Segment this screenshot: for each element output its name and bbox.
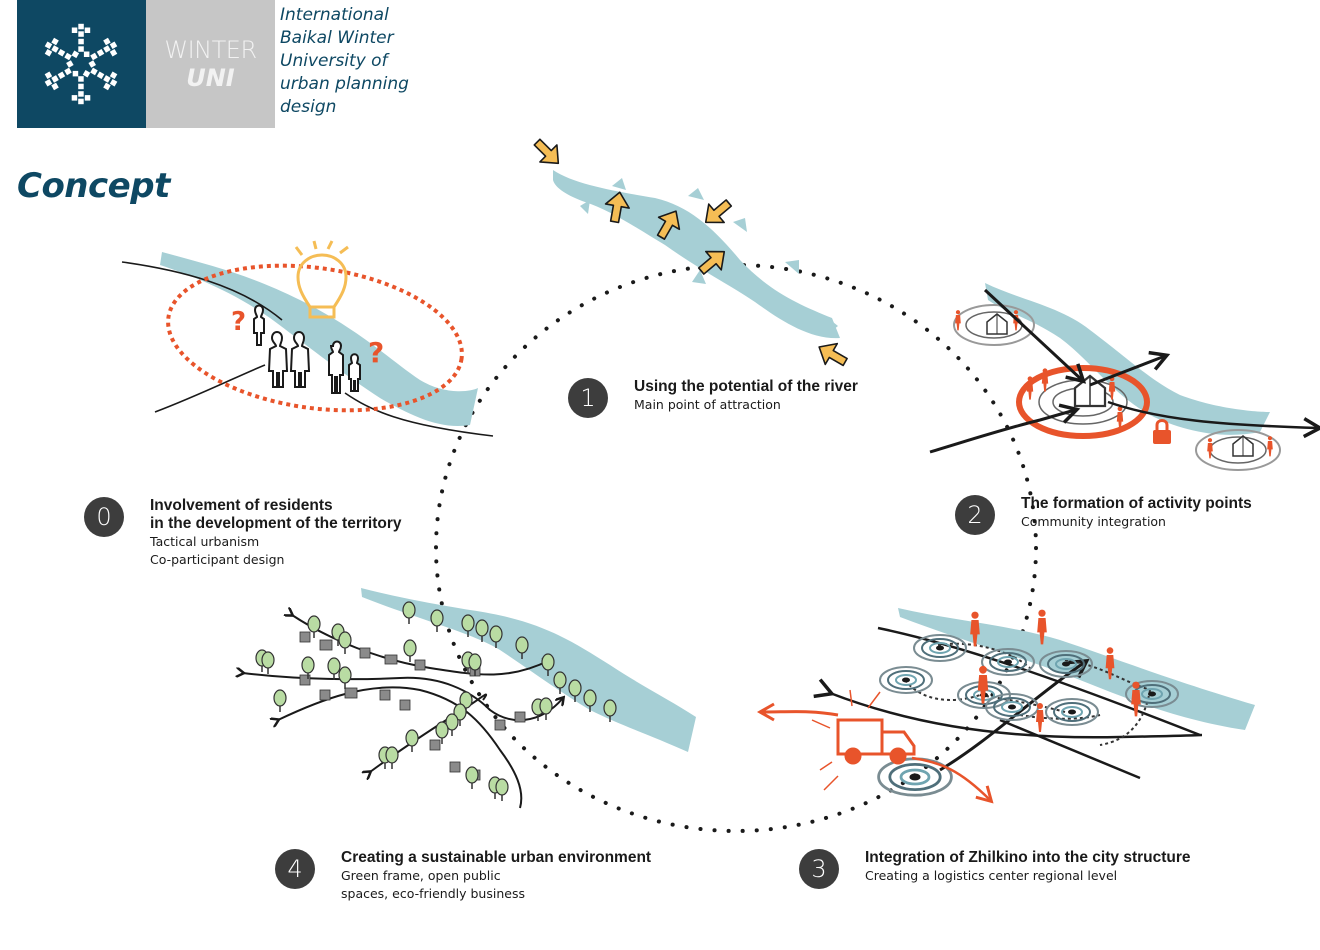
logo-grey-panel: WINTER UNI bbox=[146, 0, 275, 128]
river bbox=[985, 283, 1270, 435]
step-number-badge: 0 bbox=[84, 497, 124, 537]
org-name-line: International bbox=[280, 5, 389, 25]
step-title-line: Using the potential of the river bbox=[634, 378, 858, 395]
step-title: Integration of Zhilkino into the city st… bbox=[865, 849, 1191, 867]
step-number-badge: 2 bbox=[955, 495, 995, 535]
step-1: 1 Using the potential of the river Main … bbox=[568, 378, 858, 418]
road bbox=[154, 364, 266, 413]
river bbox=[553, 170, 840, 339]
road bbox=[813, 678, 1203, 739]
step-title-line: in the development of the territory bbox=[150, 515, 402, 532]
step-subtitle: Green frame, open public spaces, eco-fri… bbox=[341, 867, 651, 903]
houses-row bbox=[299, 631, 526, 781]
step-0: 0 Involvement of residents in the develo… bbox=[84, 497, 401, 569]
step-title: Creating a sustainable urban environment bbox=[341, 849, 651, 867]
connection-arrow bbox=[929, 403, 1081, 454]
step-title-line: Integration of Zhilkino into the city st… bbox=[865, 849, 1191, 866]
snowflake-icon bbox=[44, 23, 118, 105]
organization-name: International Baikal Winter University o… bbox=[280, 4, 440, 119]
logo: WINTER UNI bbox=[17, 0, 275, 128]
step-title: The formation of activity points bbox=[1021, 495, 1252, 513]
truck-icon bbox=[836, 718, 916, 765]
step-4: 4 Creating a sustainable urban environme… bbox=[275, 849, 651, 903]
step-title: Involvement of residents in the developm… bbox=[150, 497, 401, 533]
step-subtitle-line: Tactical urbanism bbox=[150, 534, 260, 549]
connection-arrow bbox=[1107, 400, 1320, 439]
lightbulb-icon bbox=[294, 240, 349, 319]
step-3: 3 Integration of Zhilkino into the city … bbox=[799, 849, 1191, 889]
road bbox=[344, 392, 494, 437]
connection-arrow bbox=[983, 288, 1087, 384]
activity-hub-main bbox=[1016, 365, 1150, 439]
logo-dark-panel bbox=[17, 0, 146, 128]
org-name-line: design bbox=[280, 97, 337, 117]
step-text: Integration of Zhilkino into the city st… bbox=[865, 849, 1191, 885]
step-title-line: Creating a sustainable urban environment bbox=[341, 849, 652, 866]
people-group-icon bbox=[253, 304, 361, 394]
step-subtitle-line: Co-participant design bbox=[150, 552, 285, 567]
illustration-step-1 bbox=[527, 132, 852, 374]
step-2: 2 The formation of activity points Commu… bbox=[955, 495, 1252, 535]
attraction-arrow-icon bbox=[812, 335, 852, 374]
logistics-rays bbox=[811, 689, 881, 791]
step-subtitle: Main point of attraction bbox=[634, 396, 858, 414]
logo-uni-text: UNI bbox=[186, 64, 235, 92]
step-number-badge: 1 bbox=[568, 378, 608, 418]
process-cycle-ring bbox=[434, 263, 1038, 833]
road bbox=[121, 261, 283, 321]
step-subtitle: Tactical urbanism Co-participant design bbox=[150, 533, 401, 569]
lock-icon bbox=[1153, 419, 1171, 444]
step-text: Involvement of residents in the developm… bbox=[150, 497, 401, 569]
river bbox=[160, 252, 478, 426]
dotted-ellipse bbox=[166, 263, 464, 413]
question-mark-icon: ? bbox=[368, 336, 384, 369]
illustration-step-2 bbox=[929, 283, 1320, 471]
org-name-line: University of bbox=[280, 51, 388, 71]
step-subtitle-line: Community integration bbox=[1021, 514, 1166, 529]
illustration-step-4 bbox=[243, 588, 696, 809]
step-title-line: Involvement of residents bbox=[150, 497, 333, 514]
illustration-step-3 bbox=[756, 608, 1255, 804]
logo-winter-text: WINTER bbox=[164, 36, 257, 64]
step-number-badge: 4 bbox=[275, 849, 315, 889]
step-subtitle: Community integration bbox=[1021, 513, 1252, 531]
page-title: Concept bbox=[17, 166, 170, 206]
question-mark-icon: ? bbox=[231, 307, 246, 337]
step-title: Using the potential of the river bbox=[634, 378, 858, 396]
step-number-badge: 3 bbox=[799, 849, 839, 889]
org-name-line: Baikal Winter bbox=[280, 28, 394, 48]
step-subtitle: Creating a logistics center regional lev… bbox=[865, 867, 1191, 885]
road bbox=[877, 626, 1201, 737]
road bbox=[999, 718, 1141, 780]
step-text: The formation of activity points Communi… bbox=[1021, 495, 1252, 531]
step-text: Using the potential of the river Main po… bbox=[634, 378, 858, 414]
step-subtitle-line: Main point of attraction bbox=[634, 397, 781, 412]
logistics-arrow bbox=[911, 756, 994, 804]
connection-arrow bbox=[1089, 350, 1171, 387]
illustration-step-0: ? ? bbox=[121, 240, 494, 437]
step-subtitle-line: spaces, eco-friendly business bbox=[341, 886, 525, 901]
river-outflow-arrows bbox=[580, 178, 838, 334]
step-title-line: The formation of activity points bbox=[1021, 495, 1252, 512]
step-text: Creating a sustainable urban environment… bbox=[341, 849, 651, 903]
attraction-arrow-icon bbox=[527, 132, 568, 173]
step-subtitle-line: Green frame, open public bbox=[341, 868, 501, 883]
logistics-arrow bbox=[756, 702, 839, 722]
org-name-line: urban planning bbox=[280, 74, 409, 94]
step-subtitle-line: Creating a logistics center regional lev… bbox=[865, 868, 1118, 883]
